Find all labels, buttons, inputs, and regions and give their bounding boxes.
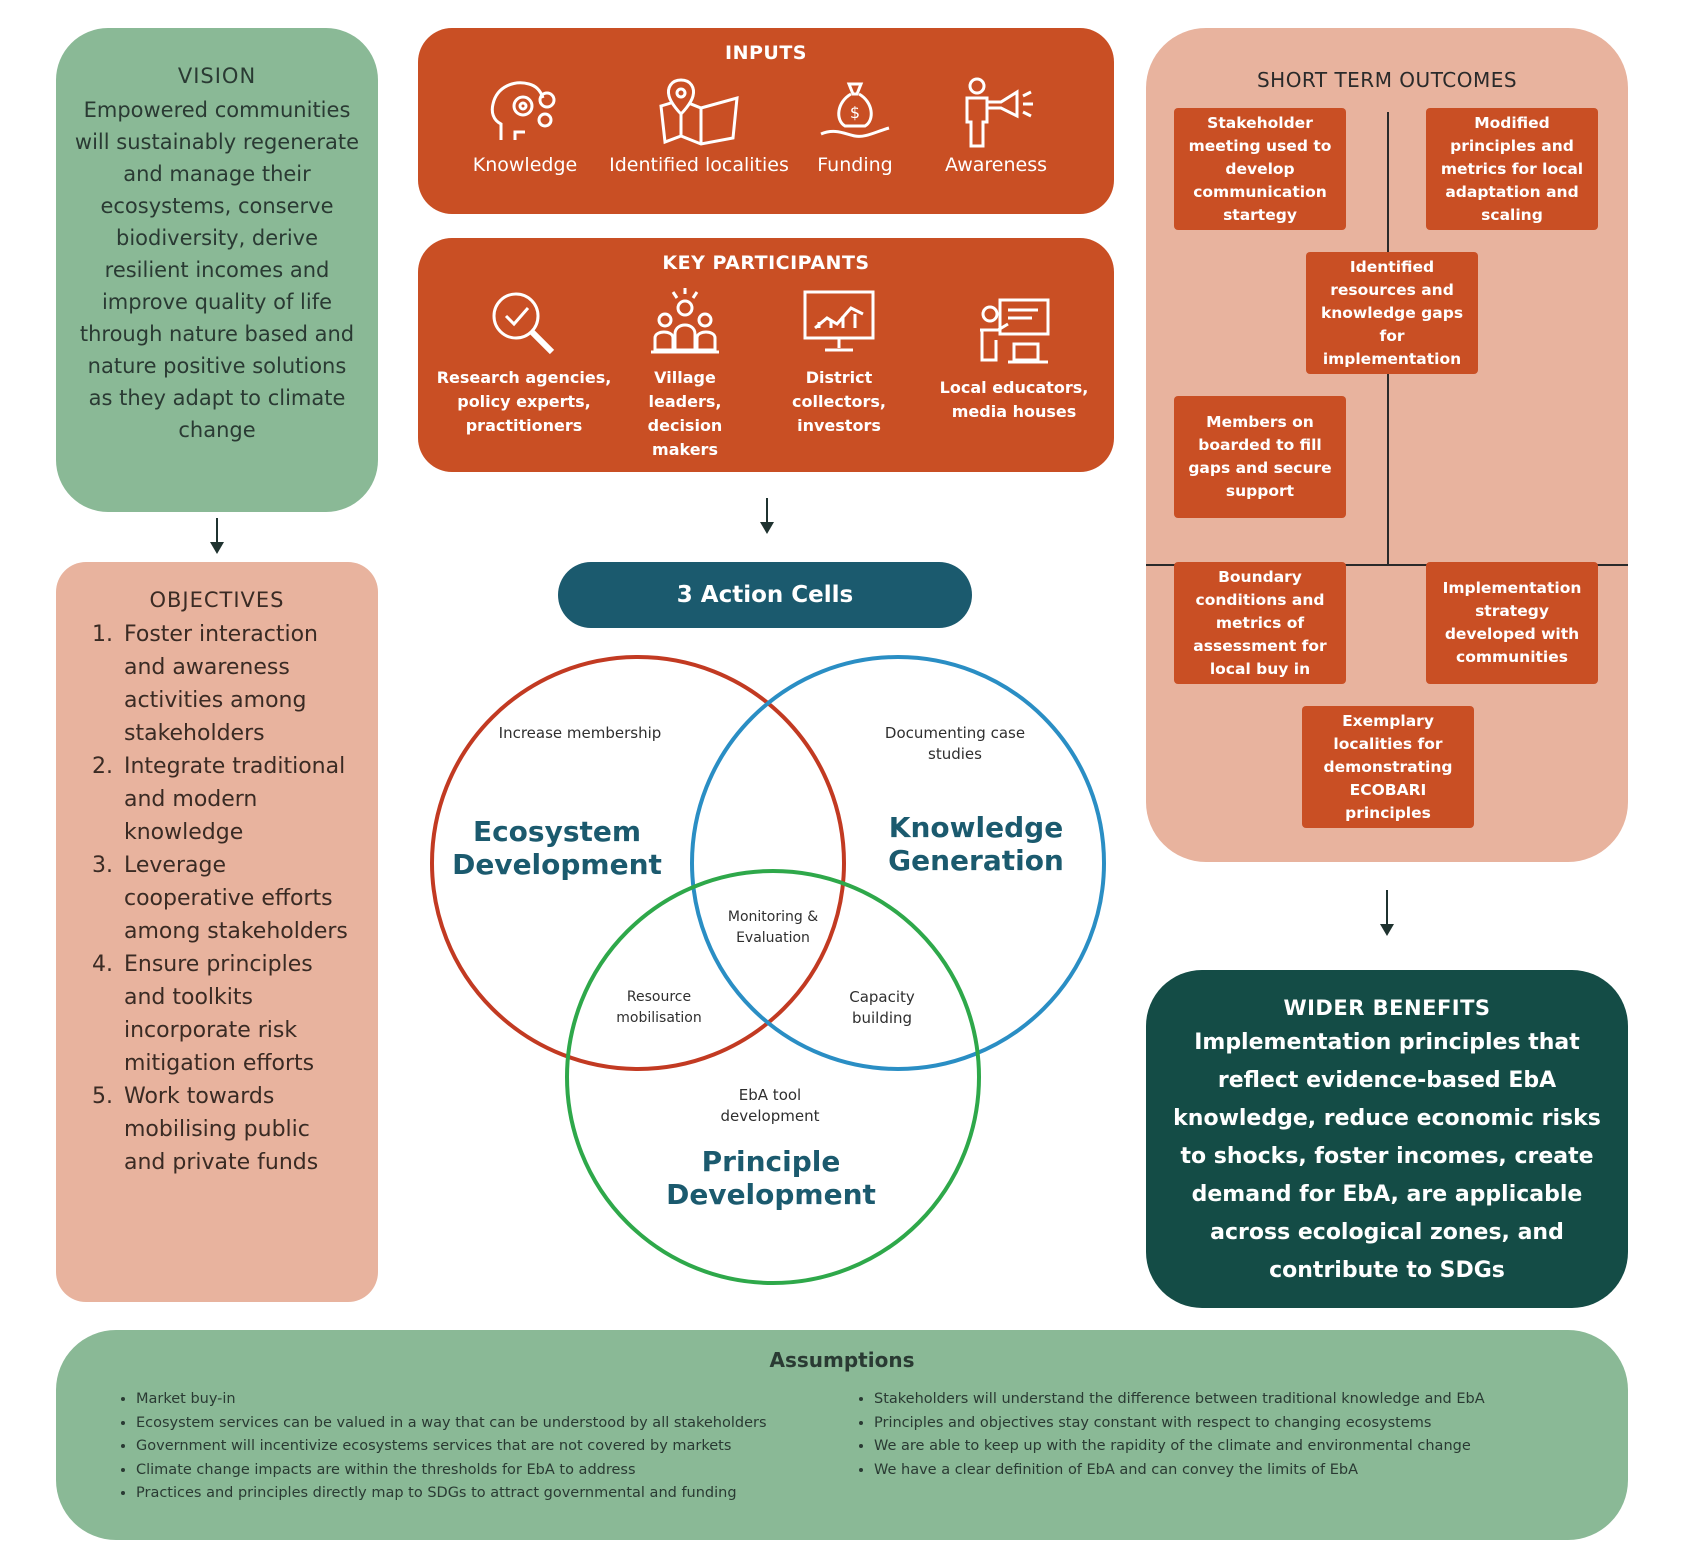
participant-educators: Local educators, media houses — [924, 296, 1104, 424]
teacher-board-icon — [980, 298, 1050, 364]
eco-cell-name: Ecosystem Development — [452, 815, 662, 881]
input-localities: Identified localities — [604, 76, 794, 176]
participant-district: District collectors, investors — [758, 286, 920, 438]
quadrant-divider-horizontal — [1146, 564, 1628, 566]
participant-research: Research agencies, policy experts, pract… — [434, 286, 614, 438]
eco-circle — [430, 655, 846, 1071]
key-participants-panel: KEY PARTICIPANTS Research agencies, poli… — [418, 238, 1114, 472]
action-cells-venn: Increase membership Ecosystem Developmen… — [420, 645, 1120, 1295]
principle-activity: EbA tool development — [720, 1086, 820, 1125]
knowledge-circle — [690, 655, 1106, 1071]
objective-item: Work towards mobilising public and priva… — [120, 1080, 354, 1179]
knowledge-cell-name: Knowledge Generation — [888, 811, 1064, 877]
assumption-item: Ecosystem services can be valued in a wa… — [136, 1412, 767, 1436]
input-label: Knowledge — [472, 154, 578, 176]
assumption-item: Market buy-in — [136, 1388, 767, 1412]
input-funding: $ Funding — [800, 76, 910, 176]
vision-title: VISION — [177, 64, 257, 88]
map-pin-icon — [659, 78, 739, 146]
objective-item: Integrate traditional and modern knowled… — [120, 750, 354, 849]
center-overlap: Monitoring & Evaluation — [727, 909, 819, 946]
inputs-title: INPUTS — [725, 42, 807, 64]
participants-to-cells-arrow — [760, 498, 774, 534]
outcome-card: Stakeholder meeting used to develop comm… — [1174, 108, 1346, 230]
objectives-panel: OBJECTIVES Foster interaction and awaren… — [56, 562, 378, 1302]
objective-item: Leverage cooperative efforts among stake… — [120, 849, 354, 948]
vision-panel: VISION Empowered communities will sustai… — [56, 28, 378, 512]
assumptions-panel: Assumptions Market buy-in Ecosystem serv… — [56, 1330, 1628, 1540]
input-awareness: Awareness — [926, 76, 1066, 176]
outcome-card: Members on boarded to fill gaps and secu… — [1174, 396, 1346, 518]
short-term-outcomes-panel: SHORT TERM OUTCOMES Stakeholder meeting … — [1146, 28, 1628, 862]
assumptions-left-list: Market buy-in Ecosystem services can be … — [118, 1388, 767, 1506]
assumption-item: Climate change impacts are within the th… — [136, 1459, 767, 1483]
svg-text:$: $ — [850, 103, 860, 122]
knowledge-principle-overlap: Capacity building — [849, 988, 915, 1027]
money-bag-hand-icon: $ — [820, 82, 890, 138]
magnifier-check-icon — [492, 292, 555, 355]
inputs-panel: INPUTS Knowledge Identified localities — [418, 28, 1114, 214]
input-knowledge: Knowledge — [460, 76, 590, 176]
sto-title: SHORT TERM OUTCOMES — [1256, 68, 1518, 92]
wider-benefits-title: WIDER BENEFITS — [1283, 996, 1491, 1020]
outcome-card: Exemplary localities for demonstrating E… — [1302, 706, 1474, 828]
assumption-item: Principles and objectives stay constant … — [874, 1412, 1485, 1436]
principle-cell-name: Principle Development — [666, 1145, 876, 1211]
input-label: Funding — [817, 154, 893, 176]
eco-activity: Increase membership — [498, 724, 662, 742]
input-label: Identified localities — [609, 154, 789, 176]
person-megaphone-icon — [965, 77, 1033, 148]
participants-title: KEY PARTICIPANTS — [662, 252, 870, 274]
action-cells-pill: 3 Action Cells — [558, 562, 972, 628]
participant-label: District collectors, investors — [792, 368, 886, 435]
vision-text: Empowered communities will sustainably r… — [74, 98, 360, 442]
wider-benefits-panel: WIDER BENEFITS Implementation principles… — [1146, 970, 1628, 1308]
assumptions-title: Assumptions — [769, 1348, 915, 1372]
participant-label: Research agencies, policy experts, pract… — [436, 368, 612, 435]
objectives-list: Foster interaction and awareness activit… — [96, 618, 354, 1179]
vision-to-objectives-arrow — [210, 518, 224, 554]
participant-label: Local educators, media houses — [939, 378, 1089, 421]
monitor-chart-icon — [803, 290, 875, 352]
objectives-title: OBJECTIVES — [149, 588, 285, 612]
assumption-item: Practices and principles directly map to… — [136, 1482, 767, 1506]
objective-item: Foster interaction and awareness activit… — [120, 618, 354, 750]
objective-item: Ensure principles and toolkits incorpora… — [120, 948, 354, 1080]
input-label: Awareness — [944, 154, 1048, 176]
assumption-item: Stakeholders will understand the differe… — [874, 1388, 1485, 1412]
group-people-icon — [651, 288, 719, 354]
outcome-card: Identified resources and knowledge gaps … — [1306, 252, 1478, 374]
assumption-item: We have a clear definition of EbA and ca… — [874, 1459, 1485, 1483]
eco-principle-overlap: Resource mobilisation — [616, 989, 702, 1026]
head-gears-icon — [490, 81, 556, 140]
participant-label: Village leaders, decision makers — [647, 368, 723, 459]
principle-circle — [565, 869, 981, 1285]
outcomes-to-benefits-arrow — [1380, 890, 1394, 936]
outcome-card: Modified principles and metrics for loca… — [1426, 108, 1598, 230]
wider-benefits-text: Implementation principles that reflect e… — [1173, 1030, 1601, 1283]
participant-village: Village leaders, decision makers — [624, 286, 746, 462]
assumptions-right-list: Stakeholders will understand the differe… — [856, 1388, 1485, 1482]
outcome-card: Boundary conditions and metrics of asses… — [1174, 562, 1346, 684]
assumption-item: Government will incentivize ecosystems s… — [136, 1435, 767, 1459]
knowledge-activity: Documenting case studies — [884, 724, 1026, 763]
outcome-card: Implementation strategy developed with c… — [1426, 562, 1598, 684]
assumption-item: We are able to keep up with the rapidity… — [874, 1435, 1485, 1459]
